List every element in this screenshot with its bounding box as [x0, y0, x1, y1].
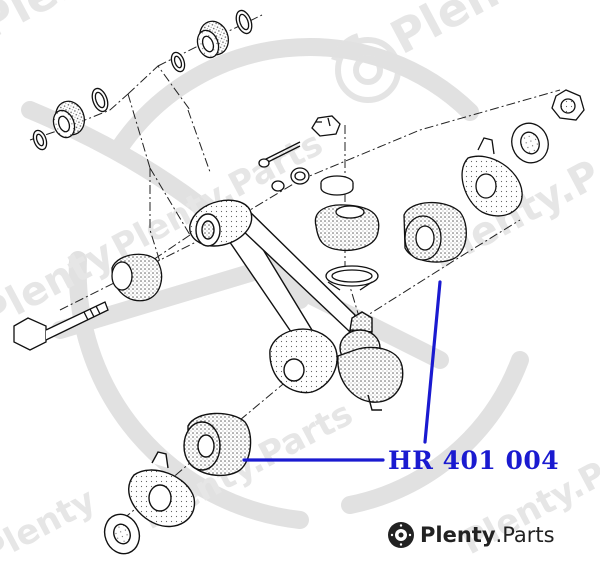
long-bolt [13, 301, 109, 351]
hex-nut-upper-right [551, 89, 585, 121]
rear-bushing-left [111, 253, 163, 302]
small-washer-center [271, 167, 310, 192]
brand-name-bold: Plenty [420, 523, 496, 547]
washer-upper-right [511, 122, 549, 164]
control-arm [189, 199, 356, 394]
brand-logo[interactable]: Plenty.Parts [386, 518, 555, 552]
clamp-ring [325, 265, 379, 291]
watermark-brake-disc-icon [331, 33, 401, 103]
brand-name: Plenty.Parts [420, 523, 555, 547]
washer-lower [103, 513, 141, 555]
callout-leader-lines [242, 280, 442, 462]
part-number-label: HR 401 004 [388, 446, 560, 475]
upper-bushing-right [170, 9, 253, 73]
brand-suffix: Parts [502, 523, 555, 547]
bracket-washer-lower [128, 451, 196, 528]
center-rubber-bushing [314, 204, 380, 252]
svg-text:Plenty: Plenty [0, 0, 141, 50]
upper-bushing-left [32, 87, 109, 151]
brake-disc-icon [388, 522, 414, 548]
ball-joint [337, 311, 404, 411]
brand-separator: . [495, 523, 503, 547]
front-bushing-upper [403, 201, 467, 263]
castle-nut [311, 115, 341, 137]
front-bushing-lower [183, 412, 252, 477]
svg-text:Plenty: Plenty [0, 480, 102, 573]
svg-text:Plent: Plent [382, 0, 527, 65]
bracket-washer-upper [461, 137, 523, 217]
cotter-pin [258, 141, 301, 168]
washer-upper-center [320, 175, 354, 196]
